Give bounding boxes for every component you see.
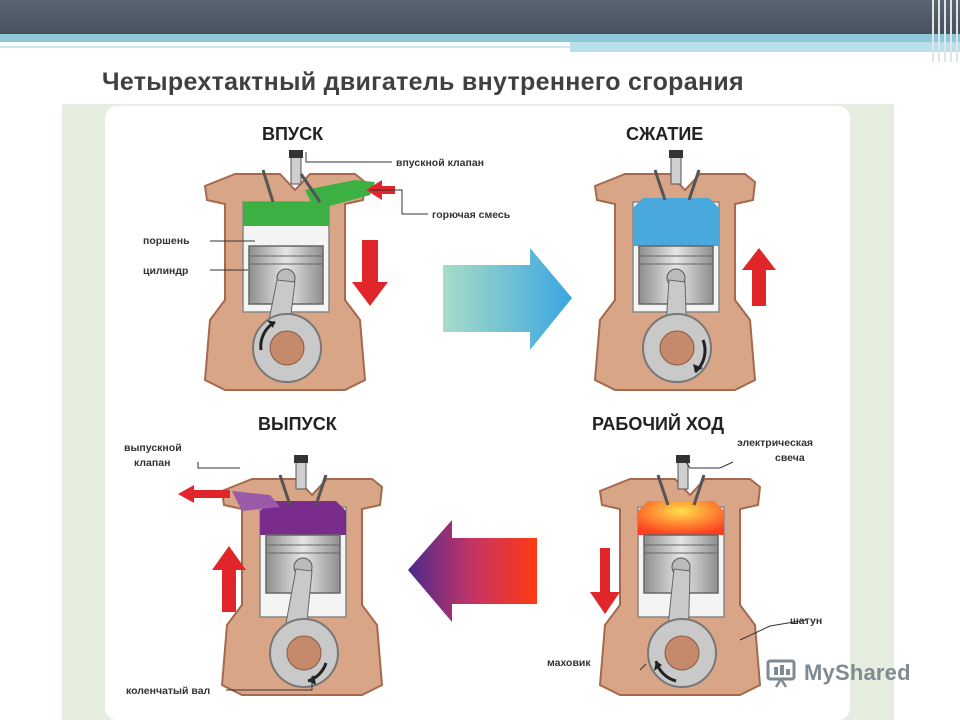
label-exhaust-valve-line2: клапан — [134, 457, 170, 469]
label-connecting-rod: шатун — [790, 615, 822, 627]
label-fuel-mixture: горючая смесь — [432, 209, 511, 221]
piston-up-arrow-exhaust — [212, 546, 246, 612]
piston-down-arrow-intake — [352, 240, 388, 306]
engine-power — [598, 455, 762, 696]
flow-arrow-intake-to-compression — [443, 248, 572, 350]
stroke-title-power: РАБОЧИЙ ХОД — [592, 413, 724, 434]
watermark-text: MyShared — [804, 660, 911, 685]
label-intake-valve: впускной клапан — [396, 157, 484, 169]
slide-top-bar — [0, 0, 960, 34]
label-spark-plug-line2: свеча — [775, 452, 805, 464]
stroke-title-intake: ВПУСК — [262, 124, 324, 144]
slide-decor-lines — [932, 0, 960, 62]
engine-compression — [593, 150, 757, 391]
label-flywheel: маховик — [547, 657, 591, 669]
slide-title: Четырехтактный двигатель внутреннего сго… — [102, 68, 744, 96]
label-crankshaft: коленчатый вал — [126, 685, 210, 697]
slide-accent-band-right — [570, 42, 960, 52]
slide-accent-line — [0, 46, 570, 48]
watermark: MyShared — [766, 656, 911, 690]
slide-accent-band — [0, 34, 960, 42]
presentation-icon — [766, 659, 796, 688]
engine-intake — [203, 150, 375, 391]
exhaust-gas-arrow — [178, 485, 230, 503]
label-exhaust-valve-line1: выпускной — [124, 442, 182, 454]
piston-down-arrow-power — [590, 548, 620, 614]
stroke-title-compression: СЖАТИЕ — [626, 124, 703, 144]
engine-exhaust — [220, 455, 384, 696]
piston-up-arrow-compression — [742, 248, 776, 306]
label-cylinder: цилиндр — [143, 265, 188, 277]
label-spark-plug-line1: электрическая — [737, 437, 813, 449]
label-piston: поршень — [143, 235, 190, 247]
flow-arrow-power-to-exhaust — [408, 520, 537, 622]
stroke-title-exhaust: ВЫПУСК — [258, 414, 338, 434]
